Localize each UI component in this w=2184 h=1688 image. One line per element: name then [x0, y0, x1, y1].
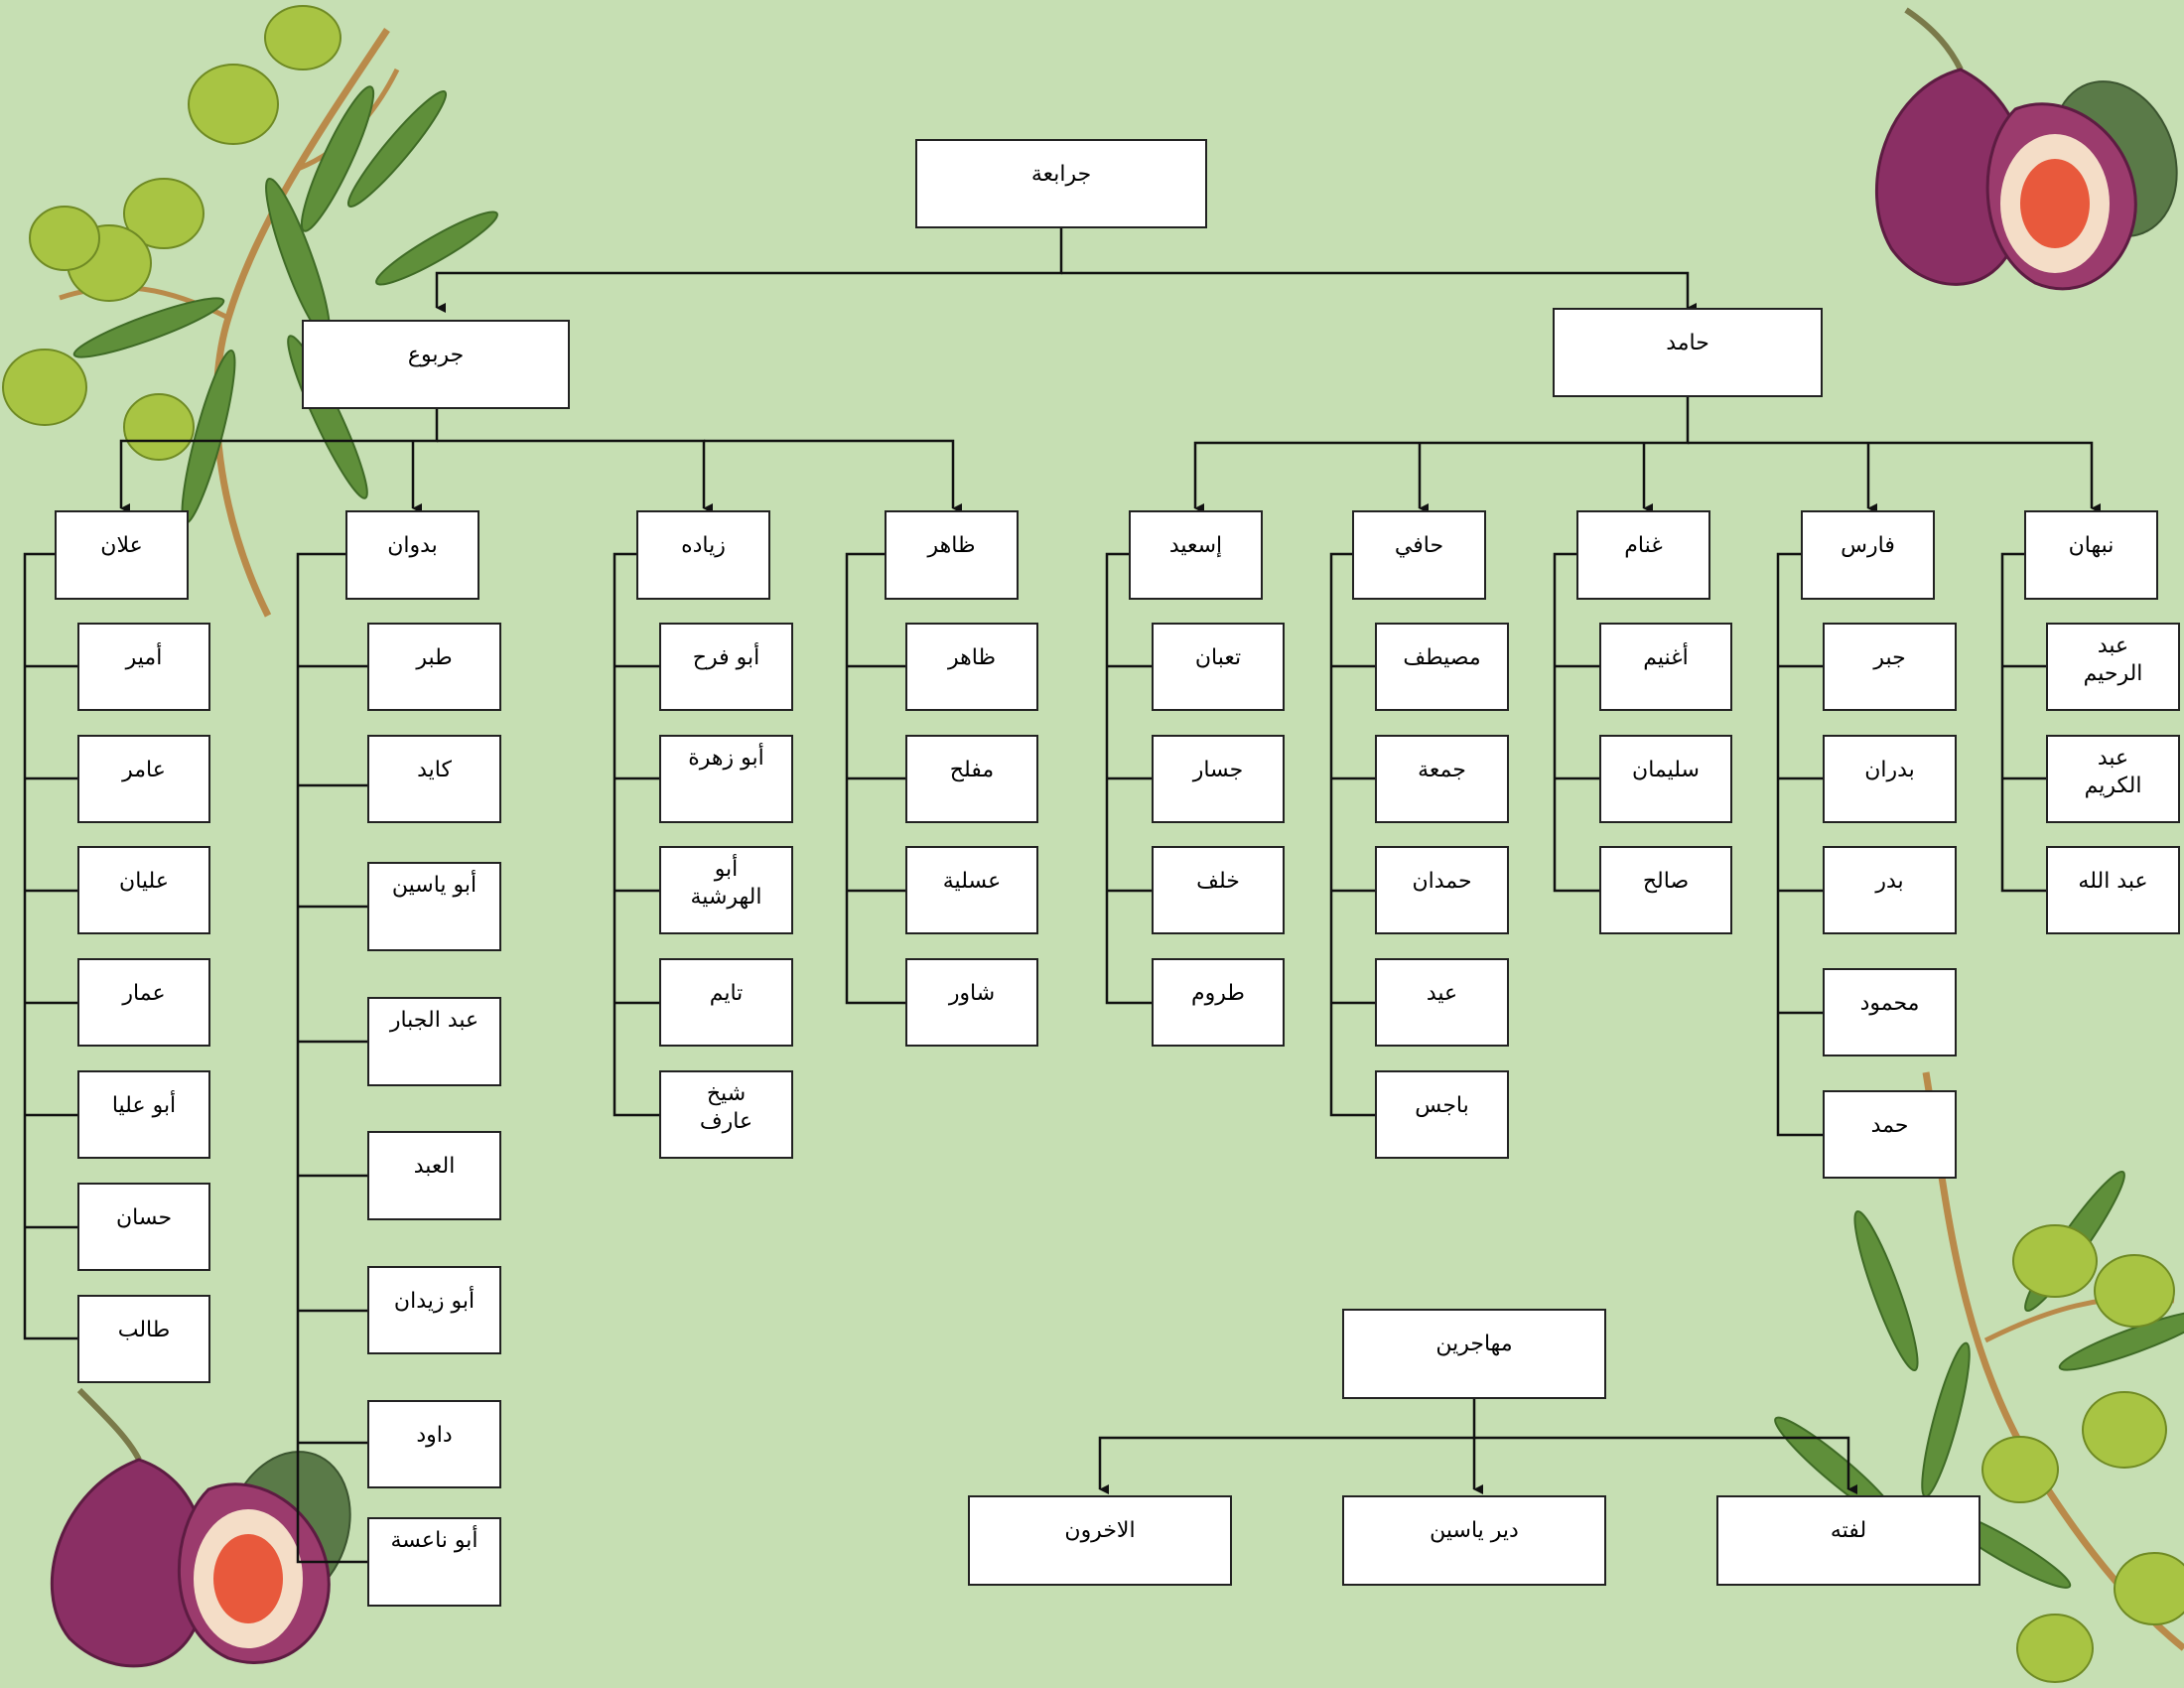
leaf-node: حمد: [1823, 1090, 1957, 1179]
leaf-node: أغنيم: [1599, 623, 1732, 711]
leaf-node: باجس: [1375, 1070, 1509, 1159]
leaf-node: حسان: [77, 1183, 210, 1271]
leaf-node: جبر: [1823, 623, 1957, 711]
leaf-label: أبو ياسين: [391, 873, 478, 898]
node-hamed: حامد: [1553, 308, 1823, 397]
leaf-node: أبو زيدان: [367, 1266, 501, 1354]
leaf-node: بدر: [1823, 846, 1957, 934]
leaf-node: أبو ناعسة: [367, 1517, 501, 1607]
leaf-node: عبد الجبار: [367, 997, 501, 1086]
leaf-node: كايد: [367, 735, 501, 823]
node-jarbou: جربوع: [302, 320, 570, 409]
leaf-label: شيخ عارف: [699, 1081, 753, 1134]
leaf-node: تايم: [659, 958, 793, 1047]
leaf-node: خلف: [1152, 846, 1285, 934]
leaf-node: محمود: [1823, 968, 1957, 1056]
node-muhajireen: مهاجرين: [1342, 1309, 1606, 1399]
leaf-node: طروم: [1152, 958, 1285, 1047]
leaf-node: طبر: [367, 623, 501, 711]
leaf-node: أبو الهرشية: [659, 846, 793, 934]
leaf-label: عبد الكريم: [2084, 746, 2142, 798]
leaf-label: أبو ناعسة: [390, 1528, 478, 1553]
leaf-node: أمير: [77, 623, 210, 711]
fig-fruit-icon: [1875, 7, 2178, 291]
leaf-node: جسار: [1152, 735, 1285, 823]
leaf-label: أبو الهرشية: [690, 857, 762, 910]
leaf-node: تعبان: [1152, 623, 1285, 711]
leaf-node: أبو ياسين: [367, 862, 501, 951]
node-hafi: حافي: [1352, 510, 1486, 600]
leaf-node: جمعة: [1375, 735, 1509, 823]
leaf-node: صالح: [1599, 846, 1732, 934]
leaf-node: ظاهر: [905, 623, 1038, 711]
node-isaid: إسعيد: [1129, 510, 1263, 600]
leaf-node: عسلية: [905, 846, 1038, 934]
leaf-node: دير ياسين: [1342, 1495, 1606, 1586]
leaf-node: طالب: [77, 1295, 210, 1383]
leaf-node: مصيطف: [1375, 623, 1509, 711]
node-ziyadeh: زياده: [636, 510, 770, 600]
node-thaher: ظاهر: [885, 510, 1019, 600]
leaf-node: الاخرون: [968, 1495, 1232, 1586]
node-fares: فارس: [1801, 510, 1935, 600]
leaf-node: أبو عليا: [77, 1070, 210, 1159]
leaf-node: بدران: [1823, 735, 1957, 823]
leaf-label: عبد الرحيم: [2083, 633, 2143, 686]
node-allan: علان: [55, 510, 189, 600]
leaf-node: عليان: [77, 846, 210, 934]
root-node: جرابعة: [915, 139, 1207, 228]
leaf-node: مفلح: [905, 735, 1038, 823]
leaf-node: حمدان: [1375, 846, 1509, 934]
leaf-node: شاور: [905, 958, 1038, 1047]
leaf-node: العبد: [367, 1131, 501, 1220]
leaf-node: عيد: [1375, 958, 1509, 1047]
leaf-node: أبو زهرة: [659, 735, 793, 823]
leaf-node: عبد الكريم: [2046, 735, 2180, 823]
leaf-node: عبد الرحيم: [2046, 623, 2180, 711]
leaf-node: عامر: [77, 735, 210, 823]
leaf-node: أبو فرح: [659, 623, 793, 711]
leaf-node: لفته: [1716, 1495, 1980, 1586]
node-ghannam: غنام: [1576, 510, 1710, 600]
leaf-label: عبد الجبار: [389, 1008, 479, 1033]
leaf-node: عمار: [77, 958, 210, 1047]
leaf-label: أبو زهرة: [688, 746, 764, 771]
leaf-node: سليمان: [1599, 735, 1732, 823]
leaf-node: شيخ عارف: [659, 1070, 793, 1159]
fig-fruit-icon: [50, 1387, 351, 1668]
node-badwan: بدوان: [345, 510, 479, 600]
leaf-node: عبد الله: [2046, 846, 2180, 934]
leaf-node: داود: [367, 1400, 501, 1488]
node-nabhan: نبهان: [2024, 510, 2158, 600]
